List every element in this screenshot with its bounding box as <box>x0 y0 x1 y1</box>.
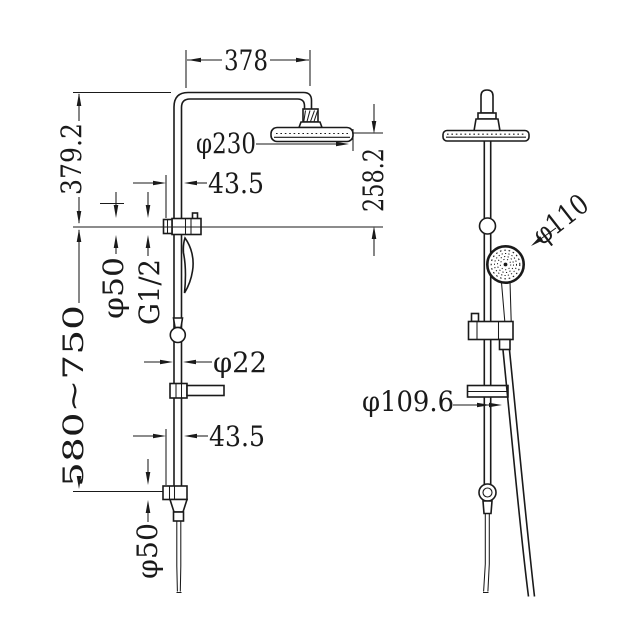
side-inlet-knob <box>480 89 494 114</box>
handshower-center-dot <box>503 262 508 267</box>
dim-g12-arrow-upper <box>145 205 151 218</box>
overhead-shower-side <box>442 129 530 142</box>
dimensions: 378 379.2 580~750 43.5 <box>55 44 595 579</box>
dim-offset-bottom: 43.5 <box>133 420 265 485</box>
dim-f1096-arrow-a <box>477 402 490 408</box>
dim-thread: G1/2 <box>133 192 166 325</box>
dim-offset-top-text: 43.5 <box>208 167 264 200</box>
dim-435t-arrow-right <box>184 180 197 186</box>
dim-378-arrow-left <box>188 57 201 63</box>
dim-flange-top: φ50 <box>97 192 130 319</box>
dim-378-extensions <box>185 50 311 88</box>
side-knob-collar <box>477 112 497 120</box>
handshower-handle <box>500 281 512 322</box>
handshower-face-ring <box>494 253 517 276</box>
side-bracket-detail <box>476 321 500 340</box>
dim-g12-arrow-lower <box>145 235 151 248</box>
dim-3792-arrow-bottom <box>76 211 82 224</box>
dim-head-diameter: φ230 <box>196 127 354 160</box>
head-connector-flare <box>297 121 324 129</box>
slider-ball-joint <box>169 326 187 344</box>
dim-2582-arrow-top <box>371 121 377 134</box>
side-lower-hose <box>483 513 490 594</box>
side-ball-joint <box>478 217 497 235</box>
dim-580-arrow-top <box>76 229 82 242</box>
front-hose <box>176 521 182 594</box>
side-bracket-pin <box>470 312 480 323</box>
dim-f22-arrow-right <box>183 359 196 365</box>
bottom-bracket-detail <box>168 486 176 500</box>
top-bracket-body <box>171 217 202 236</box>
dim-arm-width: 378 <box>185 44 311 88</box>
hose-outlet-cone <box>168 498 189 513</box>
side-lower-connector <box>482 500 493 515</box>
dim-upper-height-text: 379.2 <box>55 123 88 195</box>
side-view <box>442 89 536 597</box>
dim-soap-dish-diameter: φ109.6 <box>362 385 502 418</box>
dim-rail-diameter: φ22 <box>144 346 267 379</box>
side-hose-connector <box>498 338 511 351</box>
dim-378-arrow-right <box>296 57 309 63</box>
dim-3792-arrow-top <box>76 93 82 106</box>
hose-outlet-nut <box>172 511 185 522</box>
dim-435b-arrow-right <box>184 433 197 439</box>
dim-flange-top-text: φ50 <box>97 257 130 319</box>
dim-f50b-arrow-lower <box>145 500 151 513</box>
shower-hose <box>502 349 536 597</box>
dim-f1096-arrow-b <box>489 402 502 408</box>
riser-pipe-outer <box>173 91 313 486</box>
dim-f230-arrow <box>336 141 349 147</box>
dim-rail-diameter-text: φ22 <box>213 346 267 379</box>
slider-neck <box>172 317 184 329</box>
dim-435b-arrow-left <box>153 433 166 439</box>
soap-dish-clamp-lines <box>175 383 183 398</box>
dim-handshower-diameter: φ110 <box>526 187 595 251</box>
dim-2582-arrow-bottom <box>371 226 377 239</box>
top-bracket-detail-lines <box>166 218 192 235</box>
dim-f110-arrow <box>531 236 543 246</box>
dim-upper-height: 379.2 <box>55 91 171 224</box>
dim-580-arrow-bottom <box>76 476 82 489</box>
dim-f22-arrow-left <box>160 359 173 365</box>
dim-435t-arrow-left <box>153 180 166 186</box>
dim-f50t-arrow-upper <box>113 205 119 218</box>
dim-f50t-arrow-lower <box>113 235 119 248</box>
hose-hook-ring-inner <box>482 487 493 498</box>
overhead-shower-front <box>270 126 354 143</box>
diverter-lever <box>182 236 194 294</box>
soap-dish-clamp <box>169 382 188 399</box>
dim-rail-length-text: 580~750 <box>57 305 90 487</box>
nut-hatch-lines <box>303 110 318 122</box>
dim-flange-bottom-text: φ50 <box>131 523 164 579</box>
side-bracket-body <box>467 320 514 341</box>
dim-head-diameter-text: φ230 <box>196 127 256 160</box>
soap-dish-bar <box>186 384 225 397</box>
dim-rail-length: 580~750 <box>57 229 163 493</box>
handshower-nozzle-ring <box>490 249 521 280</box>
dim-soap-dish-diameter-text: φ109.6 <box>362 385 454 418</box>
dim-flange-bottom: φ50 <box>131 459 164 579</box>
handshower-face-ring2 <box>497 256 514 273</box>
dim-offset-bottom-text: 43.5 <box>209 420 265 453</box>
handshower-face-ring3 <box>499 258 512 271</box>
side-knob-flare <box>473 118 501 132</box>
dim-offset-top: 43.5 <box>133 167 264 218</box>
dim-drop-height-text: 258.2 <box>357 148 390 212</box>
dim-drop-height: 258.2 <box>352 104 390 256</box>
dim-thread-text: G1/2 <box>133 259 166 325</box>
dim-arm-width-text: 378 <box>224 44 268 77</box>
dim-f50b-arrow-upper <box>145 472 151 485</box>
riser-pipe-inner <box>180 98 306 486</box>
